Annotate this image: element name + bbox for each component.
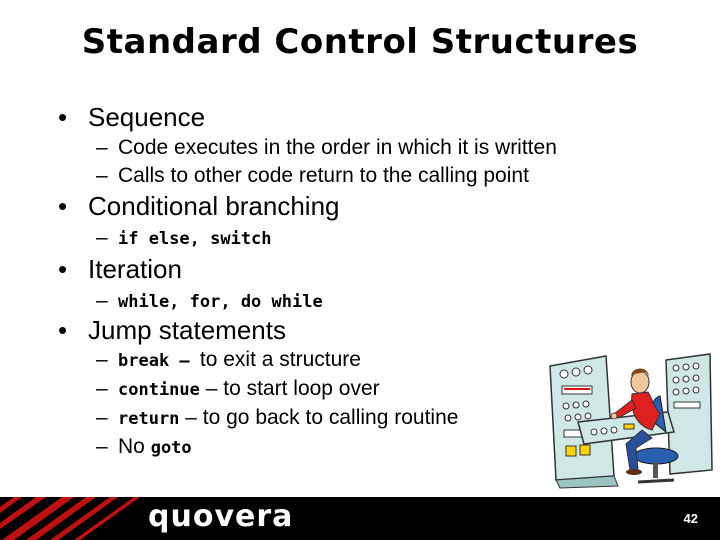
sub-bullet-iteration-1: –while, for, do while [96, 289, 323, 313]
sub-bullet-conditional-1: –if else, switch [96, 226, 272, 250]
code-return: return [118, 409, 180, 429]
sub-bullet-text: Calls to other code return to the callin… [118, 164, 529, 187]
sub-bullet-sequence-2: –Calls to other code return to the calli… [96, 164, 529, 188]
bullet-sequence-label: Sequence [88, 102, 206, 132]
code-keywords: if else, switch [118, 229, 272, 249]
bullet-conditional-label: Conditional branching [88, 191, 340, 221]
sub-bullet-dash: – [96, 289, 108, 312]
sub-bullet-dash: – [96, 435, 108, 458]
bullet-jump: • Jump statements [58, 315, 286, 346]
bullet-iteration-label: Iteration [88, 254, 182, 284]
sub-bullet-continue: –continue – to start loop over [96, 377, 380, 401]
sub-bullet-dash: – [96, 348, 108, 371]
quovera-logo-text: quovera [148, 499, 294, 534]
code-break: break [118, 351, 170, 371]
sub-bullet-goto: –No goto [96, 435, 192, 459]
slide-number: 42 [683, 511, 698, 526]
sub-bullet-sequence-1: –Code executes in the order in which it … [96, 136, 557, 160]
slide-title: Standard Control Structures [81, 22, 639, 62]
quovera-logo-icon [0, 497, 140, 540]
sub-bullet-break: –break – to exit a structure [96, 348, 361, 371]
code-goto: goto [150, 438, 192, 458]
sub-bullet-text: to exit a structure [199, 348, 361, 371]
sub-bullet-dash: – [96, 226, 108, 249]
sub-bullet-dash: – [96, 377, 108, 400]
bullet-dot: • [58, 315, 68, 345]
bullet-dot: • [58, 191, 68, 221]
operator-at-control-panel-icon [548, 352, 713, 495]
bullet-conditional: • Conditional branching [58, 191, 340, 222]
bullet-iteration: • Iteration [58, 254, 182, 285]
bullet-dot: • [58, 254, 68, 284]
code-continue: continue [118, 380, 200, 400]
sub-bullet-dash: – [96, 136, 108, 159]
sub-bullet-text: Code executes in the order in which it i… [118, 136, 557, 159]
bullet-sequence: • Sequence [58, 102, 205, 133]
footer-bar: quovera 42 [0, 497, 720, 540]
sub-bullet-dash: – [96, 164, 108, 187]
sub-bullet-text: – to start loop over [205, 377, 380, 400]
sub-bullet-text: – to go back to calling routine [185, 406, 459, 429]
sub-bullet-return: –return – to go back to calling routine [96, 406, 458, 430]
bullet-dot: • [58, 102, 68, 132]
sub-bullet-dash: – [96, 406, 108, 429]
bullet-jump-label: Jump statements [88, 315, 286, 345]
code-keywords: while, for, do while [118, 292, 323, 312]
sub-bullet-text: No [118, 435, 145, 458]
